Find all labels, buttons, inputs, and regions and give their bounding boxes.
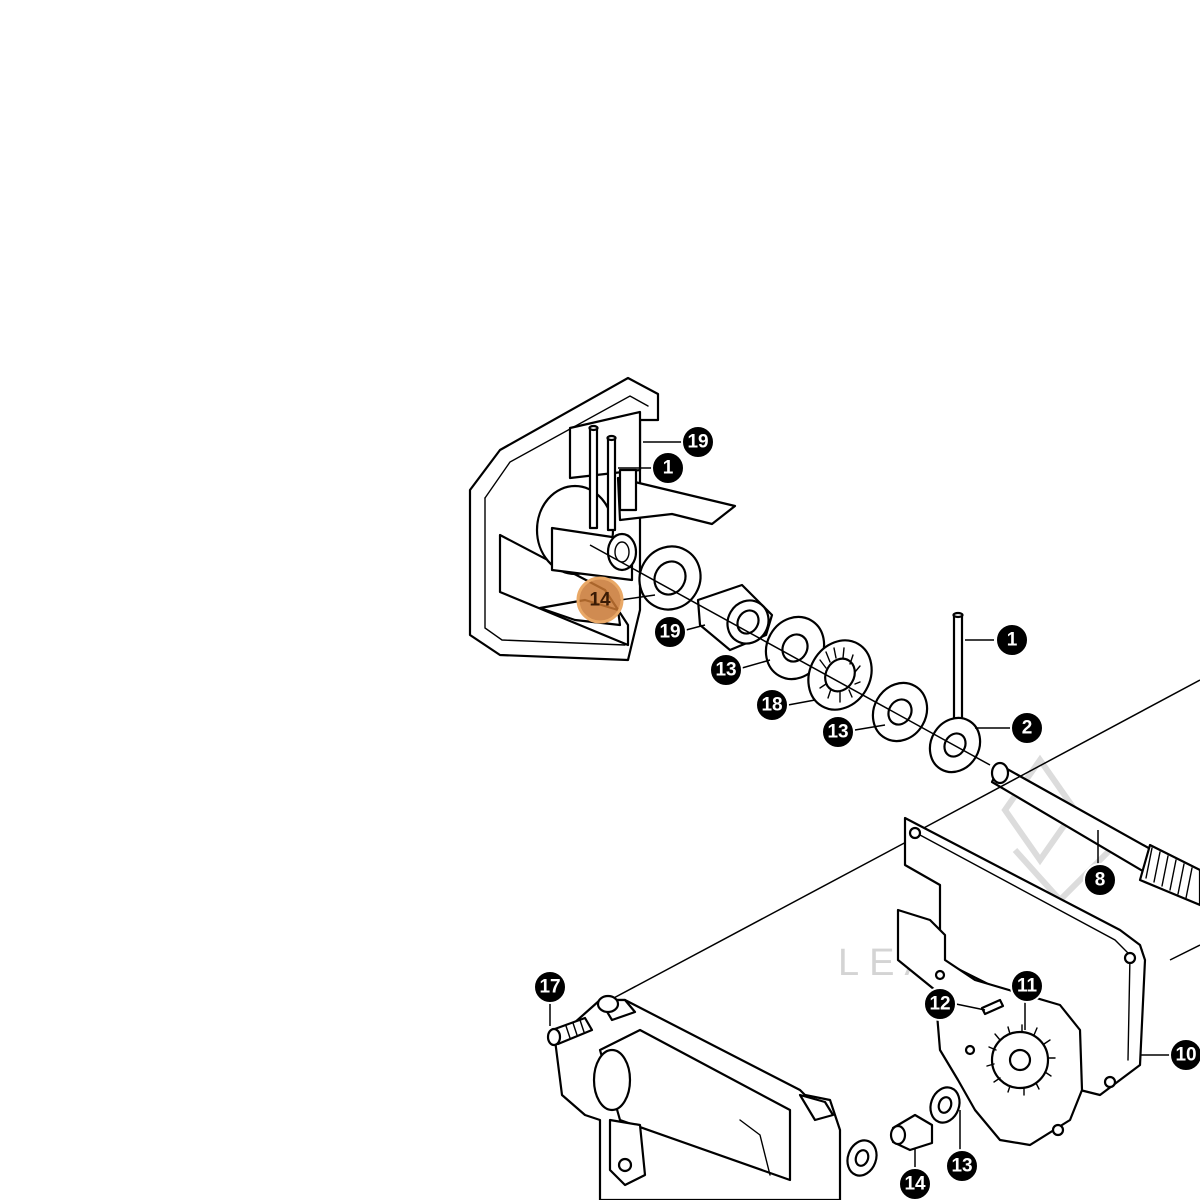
callout-13-a[interactable]: 13: [709, 653, 743, 687]
callout-label: 14: [589, 590, 611, 611]
callout-badge: [821, 715, 855, 749]
screw-17: [546, 1016, 594, 1047]
needle-bearing-18: [807, 639, 873, 711]
callout-badge: [898, 1167, 932, 1200]
pin-12: [980, 998, 1005, 1016]
callout-badge: [1083, 863, 1117, 897]
bushing-14: [889, 1113, 934, 1152]
callout-14-highlighted[interactable]: 14: [576, 576, 624, 624]
callout-label: 10: [1175, 1045, 1196, 1066]
washer-lower-left: [846, 1139, 878, 1177]
callout-19-mid[interactable]: 19: [653, 615, 687, 649]
callout-13-c[interactable]: 13: [945, 1149, 979, 1183]
callout-badge: [653, 615, 687, 649]
gear-11: [986, 1024, 1056, 1096]
washer-19: [638, 545, 702, 611]
callout-badge: [681, 425, 715, 459]
motor-housing: [553, 994, 842, 1200]
washer-13-b: [871, 681, 929, 743]
callout-label: 13: [951, 1156, 972, 1177]
callout-label: 19: [687, 432, 708, 453]
callout-label: 19: [659, 622, 680, 643]
callout-badge: [755, 688, 789, 722]
callout-highlight-ring: [576, 576, 624, 624]
callout-18[interactable]: 18: [755, 688, 789, 722]
callout-14-bottom[interactable]: 14: [898, 1167, 932, 1200]
pin-1: [952, 611, 964, 727]
callout-badge: [533, 970, 567, 1004]
callout-label: 1: [663, 458, 674, 479]
callout-10[interactable]: 10: [1169, 1038, 1200, 1072]
callout-badge: [945, 1149, 979, 1183]
callout-label: 14: [904, 1174, 926, 1195]
callout-13-b[interactable]: 13: [821, 715, 855, 749]
assembly-axis-lines: [589, 544, 1200, 1001]
callout-17[interactable]: 17: [533, 970, 567, 1004]
callout-label: 11: [1017, 976, 1038, 997]
leader-lines: [549, 441, 1170, 1170]
callout-badge: [1010, 711, 1044, 745]
callout-badge: [995, 623, 1029, 657]
callout-label: 13: [715, 660, 736, 681]
callout-label: 17: [539, 977, 560, 998]
callout-1-top[interactable]: 1: [651, 451, 685, 485]
callout-19-top[interactable]: 19: [681, 425, 715, 459]
callout-label: 12: [929, 994, 950, 1015]
callout-badge: [1169, 1038, 1200, 1072]
callout-label: 8: [1095, 870, 1106, 891]
callout-label: 1: [1007, 630, 1018, 651]
callout-1-right[interactable]: 1: [995, 623, 1029, 657]
callout-label: 2: [1022, 718, 1033, 739]
callout-badge: [923, 987, 957, 1021]
callout-8[interactable]: 8: [1083, 863, 1117, 897]
lower-gasket: [896, 908, 1084, 1147]
worm-shaft-8: [990, 761, 1200, 907]
callout-badge: [1010, 969, 1044, 1003]
callout-12[interactable]: 12: [923, 987, 957, 1021]
callout-label: 13: [827, 722, 848, 743]
callout-label: 18: [761, 695, 782, 716]
bushing-19: [696, 583, 774, 652]
washer-13-c: [929, 1086, 961, 1124]
callout-badge: [651, 451, 685, 485]
callout-11[interactable]: 11: [1010, 969, 1044, 1003]
callout-2[interactable]: 2: [1010, 711, 1044, 745]
callout-badge: [709, 653, 743, 687]
